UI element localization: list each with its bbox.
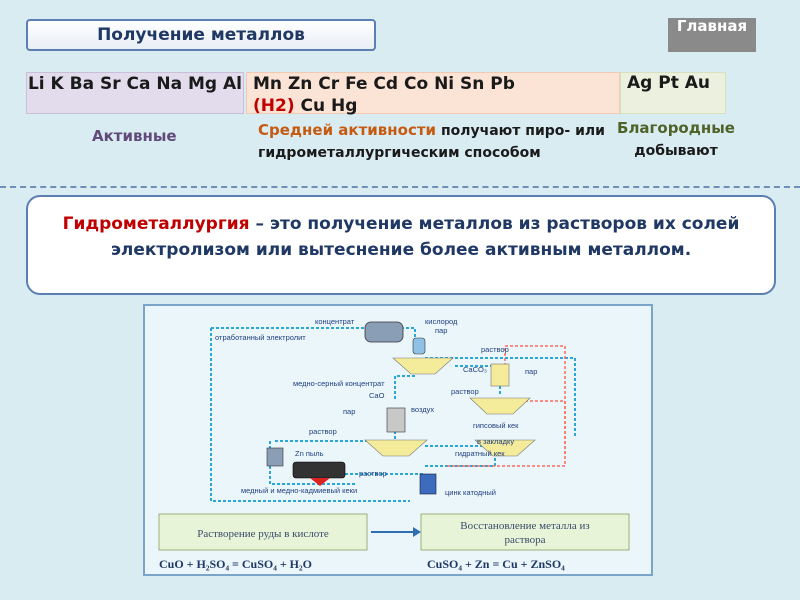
page-title-box: Получение металлов (26, 19, 376, 51)
lbl-concentrate: концентрат (315, 317, 355, 326)
medium-text: получают пиро- или гидрометаллургическим… (258, 123, 605, 161)
home-button[interactable]: Главная (668, 18, 756, 52)
lbl-cathode-zinc: цинк катодный (445, 488, 496, 497)
active-metals-cell: Li K Ba Sr Ca Na Mg Al (26, 72, 244, 114)
equation-left: CuO + H₂SO₄ = CuSO₄ + H₂O (159, 557, 312, 571)
box-dissolution (158, 513, 368, 551)
definition-box: Гидрометаллургия – это получение металло… (26, 195, 776, 295)
definition-text: – это получение металлов из растворов их… (110, 214, 740, 260)
noble-highlight: Благородные (617, 119, 735, 137)
lbl-oxygen: кислород (425, 317, 458, 326)
thickener-3-icon (364, 439, 428, 457)
thickener-1-icon (392, 357, 454, 375)
definition-term: Гидрометаллургия (62, 214, 250, 234)
process-diagram: концентрат кислород пар отработанный эле… (143, 304, 653, 576)
medium-metals-cell: Mn Zn Cr Fe Cd Co Ni Sn Pb (H2) Cu Hg (246, 72, 620, 116)
box-reduction (420, 513, 630, 551)
thickener-2-icon (469, 397, 531, 415)
lbl-zn-dust: Zn пыль (295, 449, 324, 458)
lbl-solution4: раствор (359, 469, 387, 478)
filter-outlet-icon (310, 478, 330, 486)
hydrogen-label: (H2) (253, 96, 295, 116)
medium-highlight: Средней активности (258, 121, 437, 139)
lbl-steam1: пар (435, 326, 447, 335)
lbl-air: воздух (411, 405, 434, 414)
noble-text: добывают (634, 143, 718, 159)
thickener-4-icon (474, 439, 536, 457)
reactor-1-icon (490, 363, 510, 387)
box-reduction-label-1: Восстановление металла из (460, 520, 590, 532)
box-reduction-label-2: раствора (504, 534, 545, 546)
lbl-cu-s-concentrate: медно-серный концентрат (293, 379, 385, 388)
lbl-solution1: раствор (481, 345, 509, 354)
lbl-caco3: CaCO₃ (463, 365, 487, 374)
cementer-icon (266, 447, 284, 467)
equation-right: CuSO₄ + Zn = Cu + ZnSO₄ (427, 557, 565, 571)
steam-lines (445, 345, 566, 467)
equipment (266, 321, 536, 495)
lbl-cao: CaO (369, 391, 385, 400)
divider (0, 186, 800, 188)
page-title: Получение металлов (97, 25, 305, 45)
electrolysis-bath-icon (419, 473, 437, 495)
lbl-steam3: пар (343, 407, 355, 416)
lbl-spent-electrolyte: отработанный электролит (215, 333, 306, 342)
arrow-head-icon (413, 527, 421, 537)
flow-chart: концентрат кислород пар отработанный эле… (158, 317, 630, 571)
filter-press-icon (292, 461, 346, 479)
medium-metals-line1: Mn Zn Cr Fe Cd Co Ni Sn Pb (253, 74, 515, 94)
lbl-gypsum: гипсовый кек (473, 421, 519, 430)
medium-label: Средней активности получают пиро- или ги… (258, 119, 618, 164)
autoclave-icon (412, 337, 426, 355)
box-dissolution-label: Растворение руды в кислоте (197, 528, 329, 540)
noble-label: Благородные добывают (608, 117, 744, 162)
electrolyzer-icon (364, 321, 404, 343)
reactor-2-icon (386, 407, 406, 433)
medium-metals-rest: Cu Hg (294, 96, 358, 116)
lbl-solution3: раствор (309, 427, 337, 436)
lbl-cd-cakes: медный и медно-кадмиевый кеки (241, 486, 357, 495)
lbl-hydrate: гидратный кек (455, 449, 505, 458)
active-label: Активные (92, 127, 177, 145)
noble-metals-cell: Ag Pt Au (620, 72, 726, 114)
lbl-backfill: в закладку (477, 437, 514, 446)
lbl-solution2: раствор (451, 387, 479, 396)
lbl-steam2: пар (525, 367, 537, 376)
